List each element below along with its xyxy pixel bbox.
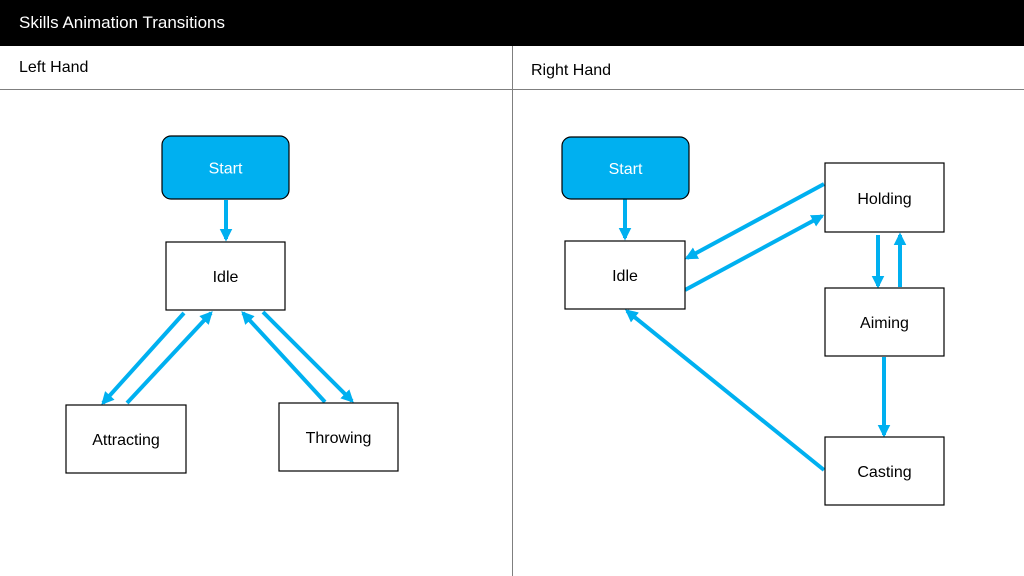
left-start-node: Start xyxy=(161,135,290,200)
right-hand-header: Right Hand xyxy=(531,62,612,79)
arrow-right-holding-to-idle xyxy=(684,182,825,260)
right-idle-label: Idle xyxy=(612,268,638,285)
right-holding-label: Holding xyxy=(857,191,911,208)
right-casting-node: Casting xyxy=(824,436,945,506)
left-diagram: Start Idle Attracting Throwing xyxy=(65,135,399,474)
right-aiming-node: Aiming xyxy=(824,287,945,357)
arrow-right-casting-to-idle xyxy=(625,309,826,472)
arrow-left-throwing-to-idle xyxy=(241,311,327,404)
left-idle-node: Idle xyxy=(165,241,286,311)
left-idle-label: Idle xyxy=(213,269,239,286)
arrow-left-attracting-to-idle xyxy=(125,311,213,405)
left-hand-header: Left Hand xyxy=(19,59,89,76)
page-title: Skills Animation Transitions xyxy=(19,13,225,32)
left-attracting-label: Attracting xyxy=(92,432,160,449)
arrow-left-idle-to-throwing xyxy=(261,310,354,403)
right-start-node: Start xyxy=(561,136,690,200)
left-start-label: Start xyxy=(209,161,243,178)
left-attracting-node: Attracting xyxy=(65,404,187,474)
right-holding-node: Holding xyxy=(824,162,945,233)
left-throwing-label: Throwing xyxy=(306,430,372,447)
left-throwing-node: Throwing xyxy=(278,402,399,472)
title-bar: Skills Animation Transitions xyxy=(0,0,1024,46)
arrow-right-idle-to-holding xyxy=(684,214,825,292)
column-divider xyxy=(512,46,513,576)
right-start-label: Start xyxy=(609,161,643,178)
right-diagram: Start Idle Holding Aiming Casting xyxy=(561,136,945,506)
right-idle-node: Idle xyxy=(564,240,686,310)
arrow-left-idle-to-attracting xyxy=(101,311,186,405)
right-casting-label: Casting xyxy=(857,464,911,481)
right-aiming-label: Aiming xyxy=(860,315,909,332)
